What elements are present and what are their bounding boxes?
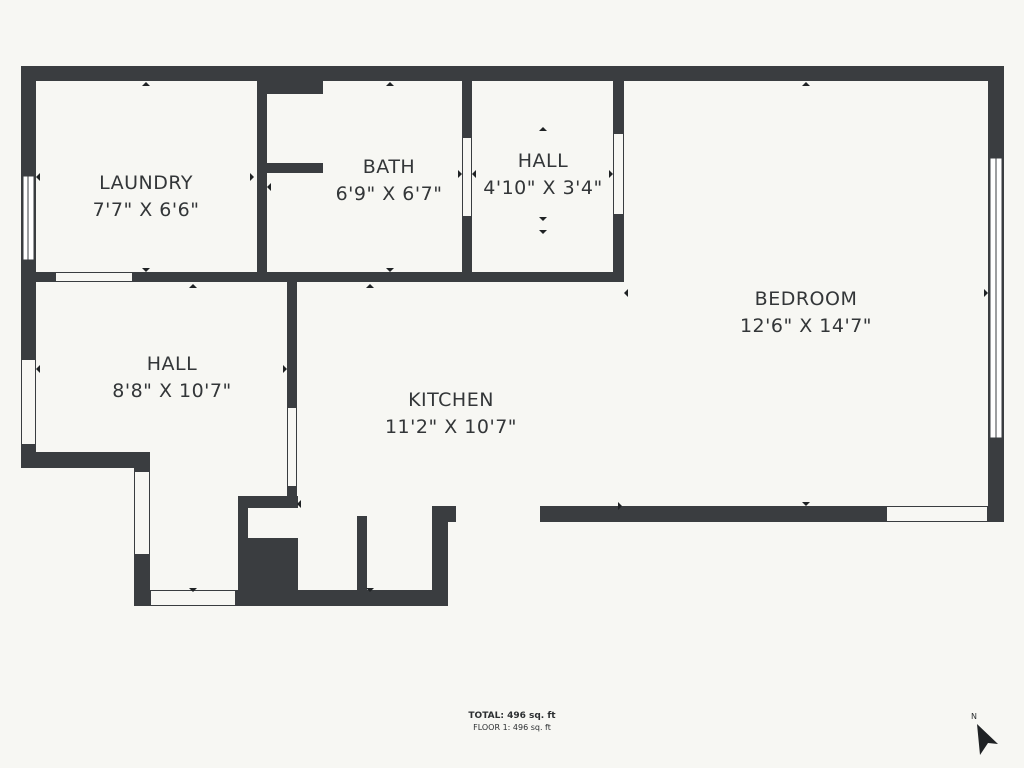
wall-kitchen-stub [432,506,456,522]
room-labels: LAUNDRY 7'7" X 6'6" BATH 6'9" X 6'7" HAL… [93,150,872,438]
marker [539,217,547,221]
hall-small-dims: 4'10" X 3'4" [483,177,602,199]
north-arrow-icon: N [971,712,998,755]
wall-closet-top [238,496,298,508]
opening-kitchen-hall [288,408,296,486]
wall-kitchen-right [432,506,448,606]
area-summary: TOTAL: 496 sq. ft FLOOR 1: 496 sq. ft [468,711,556,732]
marker [142,268,150,272]
hall-large-dims: 8'8" X 10'7" [112,380,231,402]
hall-large-name: HALL [147,353,197,375]
windows [22,157,1003,439]
laundry-name: LAUNDRY [99,172,193,194]
bedroom-name: BEDROOM [755,288,858,310]
wall-laundry-bath [257,66,267,282]
marker [802,82,810,86]
marker [297,500,301,508]
wall-bath-stub [267,163,323,173]
marker [802,502,810,506]
marker [189,588,197,592]
opening-entry [151,591,235,605]
marker [472,170,476,178]
north-label: N [971,712,977,721]
wall-pantry [357,516,367,606]
marker [267,183,271,191]
bath-dims: 6'9" X 6'7" [336,183,443,205]
marker [36,173,40,181]
wall-left-step [21,452,150,468]
floor-area: FLOOR 1: 496 sq. ft [473,723,551,732]
marker [189,284,197,288]
marker [539,230,547,234]
opening-hall-top-left [463,138,471,216]
marker [624,289,628,297]
marker [386,82,394,86]
marker [366,588,374,592]
marker [609,170,613,178]
marker [618,502,622,510]
wall-block-top [257,66,323,94]
laundry-dims: 7'7" X 6'6" [93,199,200,221]
marker [142,82,150,86]
north-arrow-shape [977,724,998,755]
marker [458,170,462,178]
marker [283,365,287,373]
opening-bedroom-bottom-right [887,507,987,521]
opening-bedroom-bottom-left [457,507,539,521]
opening-laundry-hall [56,273,132,281]
wall-closet-left [238,496,248,606]
opening-left-lower [22,360,35,444]
wall-hall-kitchen [287,282,297,506]
total-area: TOTAL: 496 sq. ft [468,711,556,721]
marker [539,127,547,131]
openings [22,134,987,605]
closet-block [248,538,298,606]
bedroom-dims: 12'6" X 14'7" [740,315,872,337]
wall-mid-horizontal [21,272,624,282]
marker [984,289,988,297]
bath-name: BATH [363,156,415,178]
wall-top [21,66,1004,81]
marker [36,365,40,373]
kitchen-dims: 11'2" X 10'7" [385,416,517,438]
opening-hall-left [135,472,149,554]
marker [250,173,254,181]
hall-small-name: HALL [518,150,568,172]
opening-hall-top-right [614,134,623,214]
marker [366,284,374,288]
markers [36,82,988,592]
kitchen-name: KITCHEN [408,389,494,411]
marker [386,268,394,272]
